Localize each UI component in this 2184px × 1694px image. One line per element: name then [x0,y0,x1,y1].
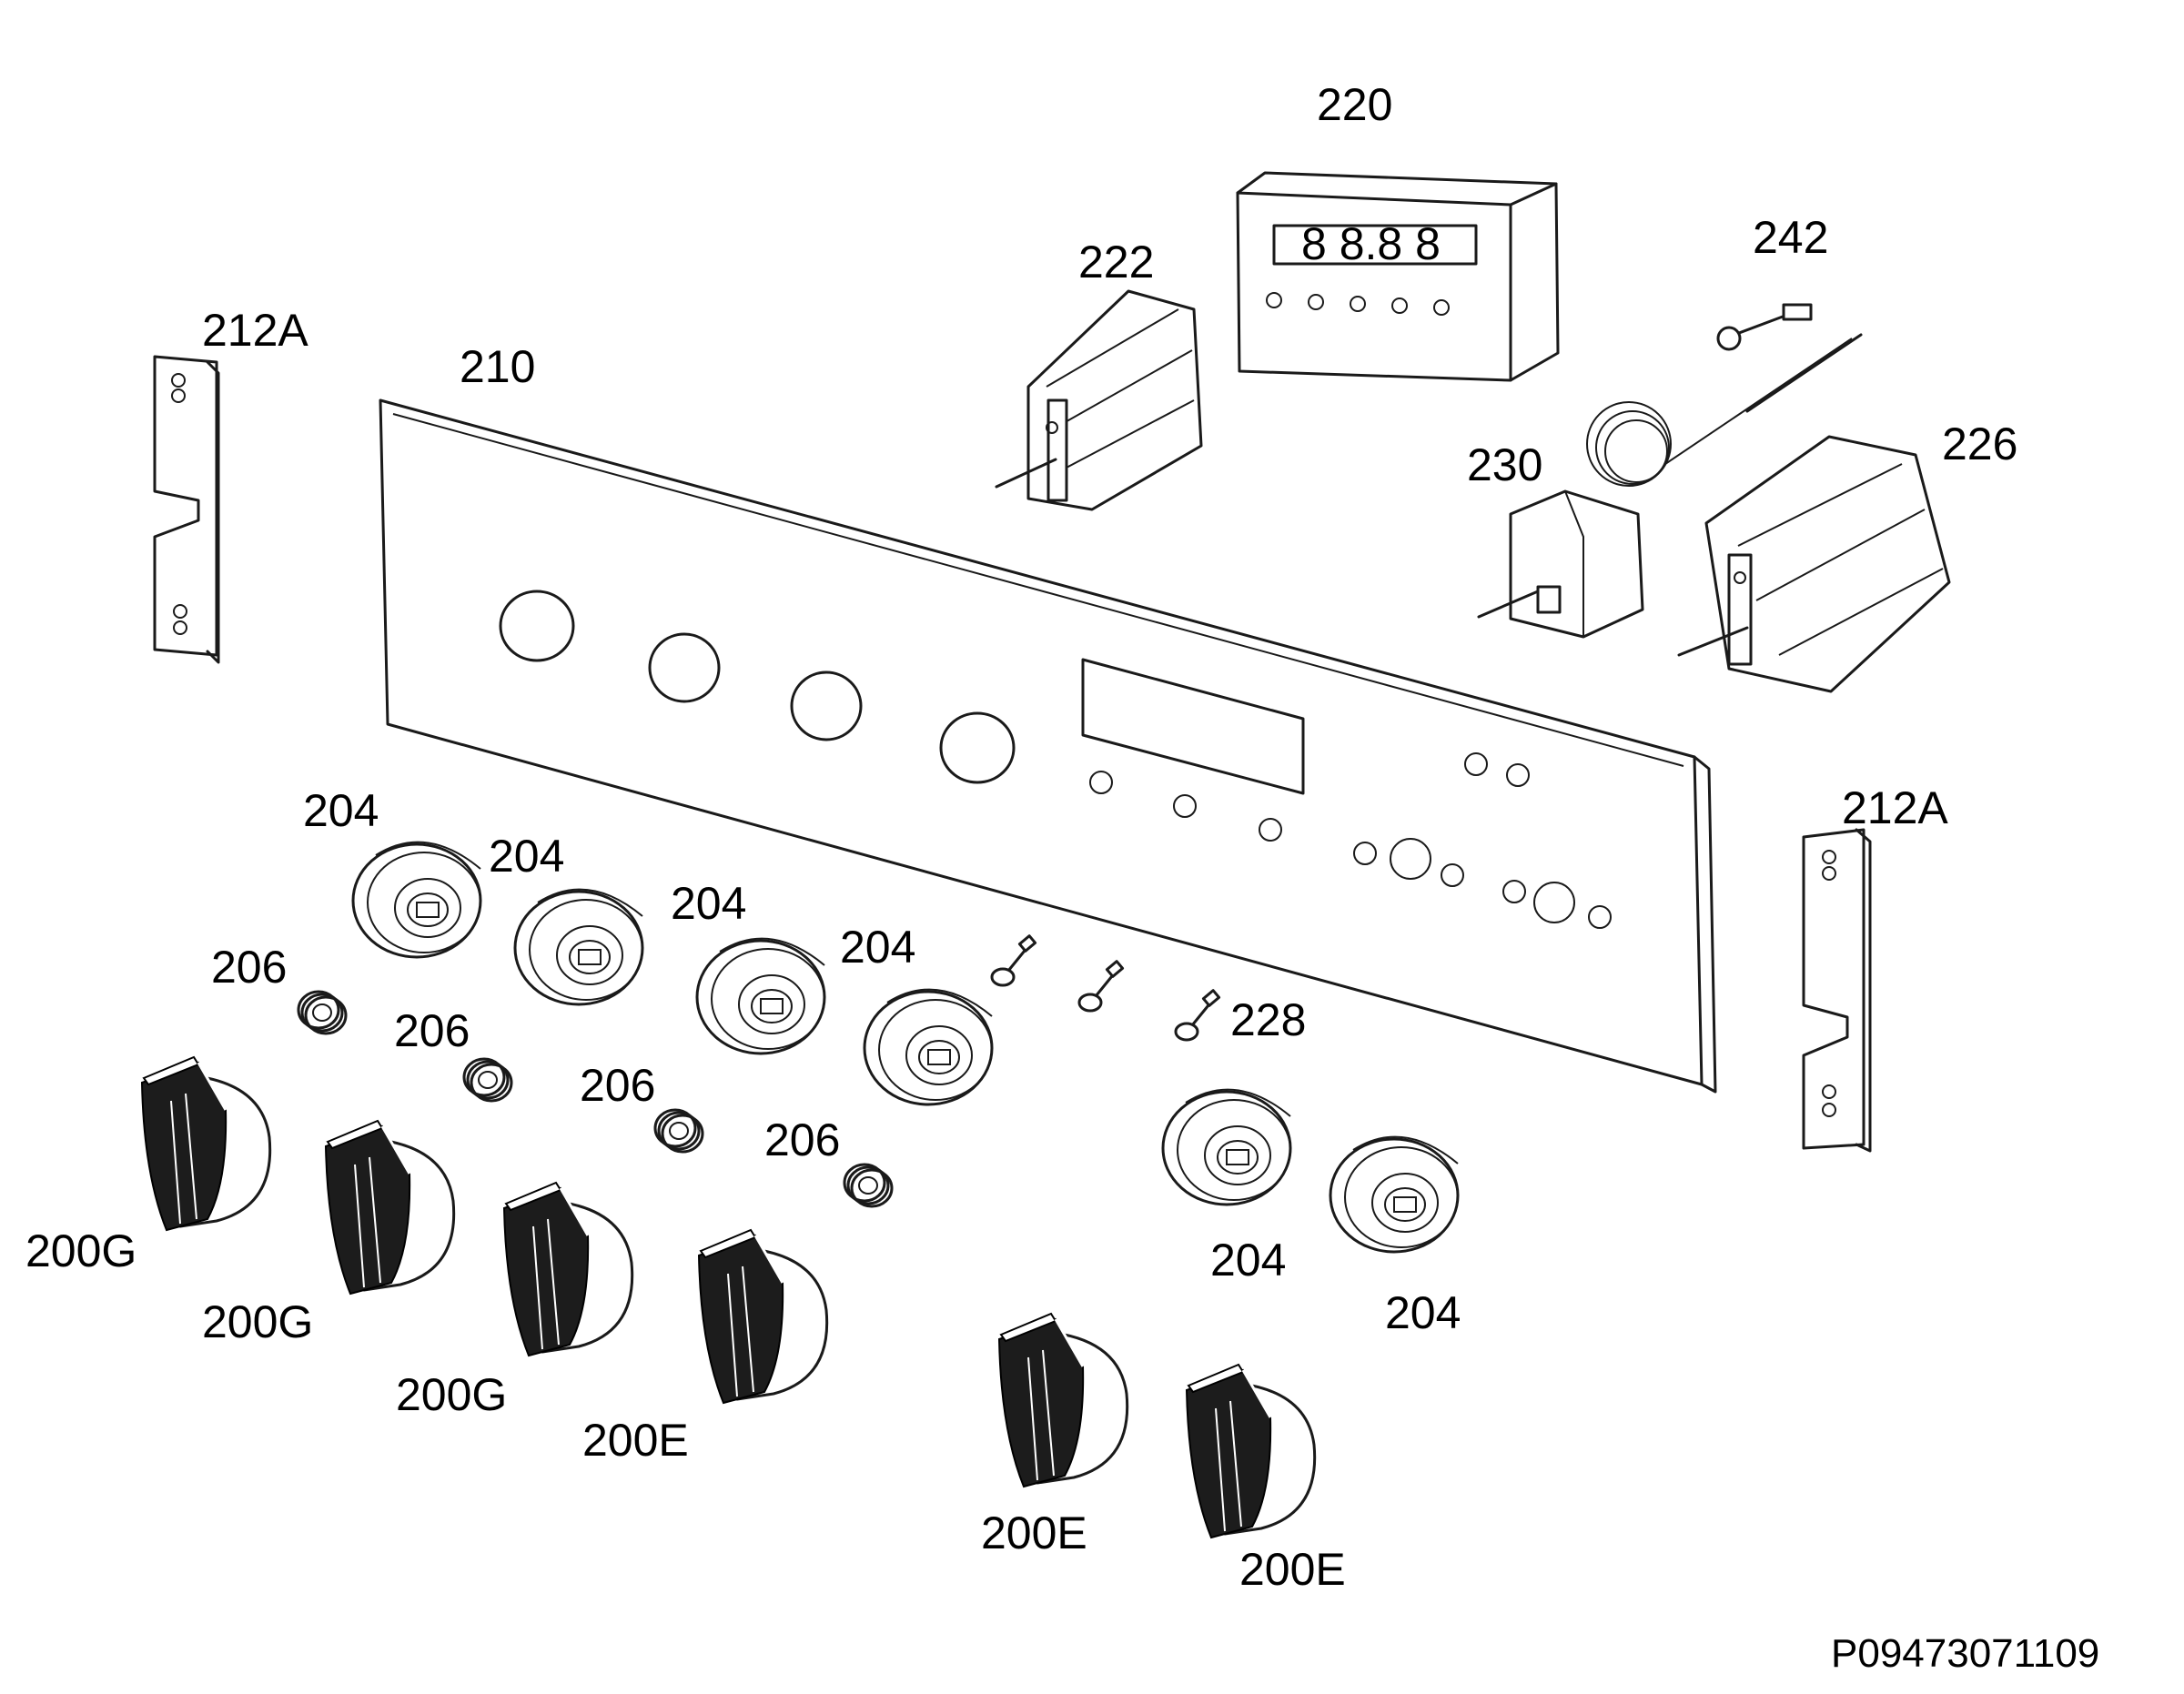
label-200g-a: 200G [25,1225,136,1276]
label-222: 222 [1078,237,1154,287]
label-220: 220 [1317,79,1392,130]
label-212a-left: 212A [202,305,308,356]
bushing-204-b [513,888,644,1006]
thermostat-230 [1477,333,1863,639]
knob-200e-a [697,1228,829,1405]
bushing-204-a [351,841,482,959]
label-204-e: 204 [1210,1235,1286,1286]
control-panel-210 [379,398,1717,1094]
knob-200e-b [997,1312,1129,1488]
bushing-204-f [1329,1135,1460,1254]
label-200e-c: 200E [1239,1544,1346,1595]
label-206-a: 206 [211,942,287,993]
pin-228-a [990,934,1037,987]
label-204-c: 204 [671,878,746,929]
label-204-d: 204 [840,922,915,973]
label-206-d: 206 [764,1114,840,1165]
spring-206-a [297,990,348,1035]
knob-200g-c [502,1181,634,1357]
spring-206-c [653,1108,704,1154]
spring-206-d [843,1163,894,1208]
bushing-204-d [863,988,994,1106]
label-228: 228 [1230,994,1306,1045]
bracket-212a-left [153,355,220,664]
label-204-b: 204 [489,831,564,882]
label-210: 210 [460,341,535,392]
label-212a-right: 212A [1842,782,1948,833]
label-200g-b: 200G [202,1296,313,1347]
label-200e-b: 200E [981,1507,1087,1558]
knob-200g-a [140,1055,272,1232]
spring-206-b [462,1057,513,1103]
label-206-c: 206 [580,1060,655,1111]
label-204-a: 204 [303,785,379,836]
knob-200g-b [324,1119,456,1296]
label-206-b: 206 [394,1005,470,1056]
bushing-204-c [695,937,826,1055]
bracket-212a-right [1802,828,1872,1153]
knob-200e-c [1185,1363,1317,1539]
label-226: 226 [1942,418,2017,469]
selector-switch-222 [995,289,1203,511]
label-200g-c: 200G [396,1369,507,1420]
selector-switch-226 [1677,435,1951,693]
drawing-code: P09473071109 [1831,1631,2099,1676]
label-242: 242 [1753,212,1828,263]
label-200e-a: 200E [582,1415,689,1466]
label-230: 230 [1467,439,1542,490]
pin-228-b [1077,960,1125,1013]
sensor-probe-242 [1716,303,1813,351]
label-204-f: 204 [1385,1287,1461,1338]
bushing-204-e [1161,1088,1292,1206]
timer-220: 8 8.8 8 [1236,171,1560,382]
pin-228-c [1174,989,1221,1042]
timer-display-readout: 8 8.8 8 [1301,218,1441,269]
